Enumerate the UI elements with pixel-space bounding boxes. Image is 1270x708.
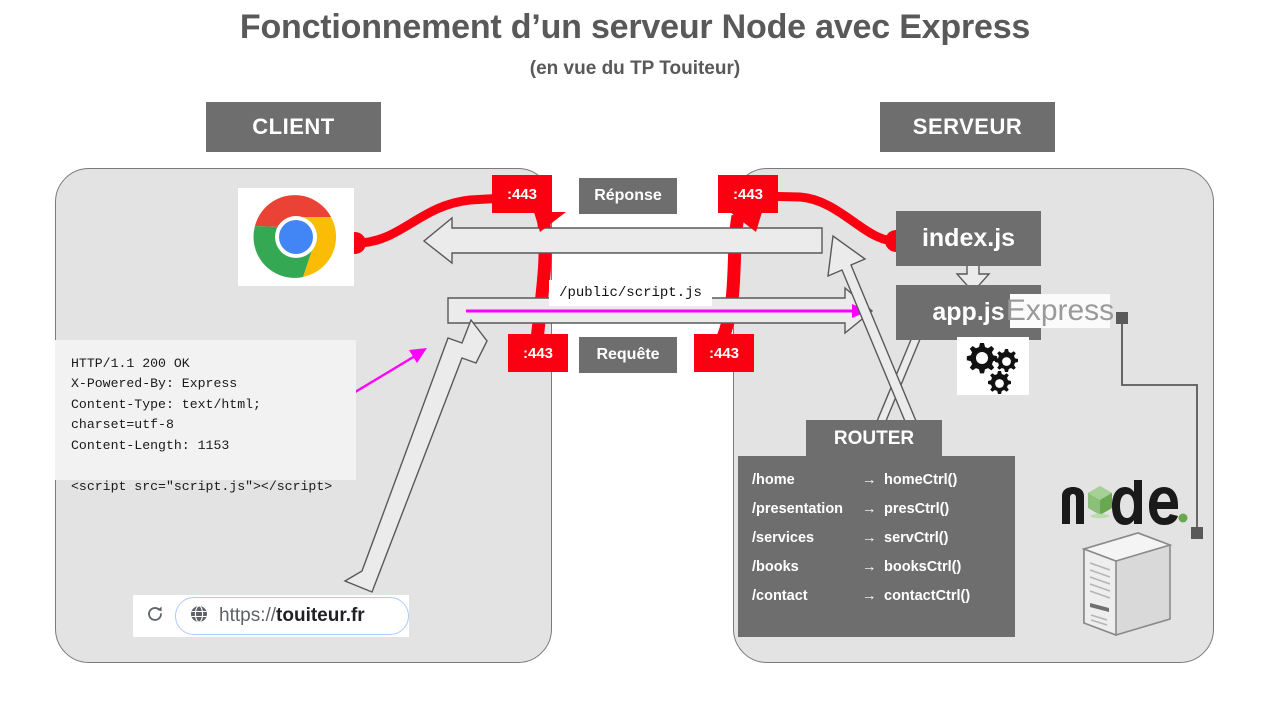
route-arrow-icon: → — [862, 501, 877, 517]
node-logo-icon — [1062, 480, 1188, 525]
server-zone-header: SERVEUR — [880, 102, 1055, 152]
http-response-text: HTTP/1.1 200 OK X-Powered-By: Express Co… — [55, 340, 356, 494]
router-routes-table: /home → homeCtrl() /presentation → presC… — [738, 456, 1015, 637]
reload-icon[interactable] — [145, 604, 165, 629]
table-row: /books → booksCtrl() — [752, 559, 999, 575]
route-handler: homeCtrl() — [884, 472, 958, 488]
router-title-box: ROUTER — [806, 420, 942, 458]
browser-url-bar[interactable]: https://touiteur.fr — [133, 595, 409, 637]
index-js-box: index.js — [896, 211, 1041, 266]
page-title: Fonctionnement d’un serveur Node avec Ex… — [239, 8, 1031, 46]
route-path: /books — [752, 559, 799, 575]
route-handler: presCtrl() — [884, 501, 950, 517]
route-arrow-icon: → — [862, 530, 877, 546]
table-row: /home → homeCtrl() — [752, 472, 999, 488]
route-arrow-icon: → — [862, 588, 877, 604]
response-label: Réponse — [579, 178, 677, 214]
port-badge-request-client: :443 — [508, 334, 568, 372]
route-path: /home — [752, 472, 795, 488]
url-text: https://touiteur.fr — [219, 605, 365, 627]
url-scheme: https:// — [219, 605, 277, 626]
route-path: /contact — [752, 588, 808, 604]
chrome-logo-icon — [253, 195, 337, 278]
request-label: Requête — [579, 337, 677, 373]
client-zone-header: CLIENT — [206, 102, 381, 152]
node-logo — [1060, 480, 1190, 526]
table-row: /presentation → presCtrl() — [752, 501, 999, 517]
route-arrow-icon: → — [862, 472, 877, 488]
table-row: /services → servCtrl() — [752, 530, 999, 546]
gears-icon-card — [957, 337, 1029, 395]
port-badge-request-server: :443 — [694, 334, 754, 372]
route-handler: contactCtrl() — [884, 588, 971, 604]
route-handler: booksCtrl() — [884, 559, 962, 575]
table-row: /contact → contactCtrl() — [752, 588, 999, 604]
globe-icon — [190, 604, 208, 628]
browser-logo-card — [238, 188, 354, 286]
gears-icon — [966, 343, 1018, 394]
server-tower — [1078, 527, 1176, 640]
script-path-label: /public/script.js — [549, 280, 712, 306]
port-badge-response-client: :443 — [492, 175, 552, 213]
url-domain: touiteur.fr — [276, 605, 365, 626]
route-arrow-icon: → — [862, 559, 877, 575]
page-subtitle: (en vue du TP Touiteur) — [529, 58, 741, 79]
route-path: /services — [752, 530, 815, 546]
server-tower-icon — [1081, 532, 1173, 637]
route-path: /presentation — [752, 501, 844, 517]
express-logo: Express — [1005, 294, 1115, 328]
url-pill[interactable]: https://touiteur.fr — [175, 597, 409, 635]
route-handler: servCtrl() — [884, 530, 949, 546]
port-badge-response-server: :443 — [718, 175, 778, 213]
